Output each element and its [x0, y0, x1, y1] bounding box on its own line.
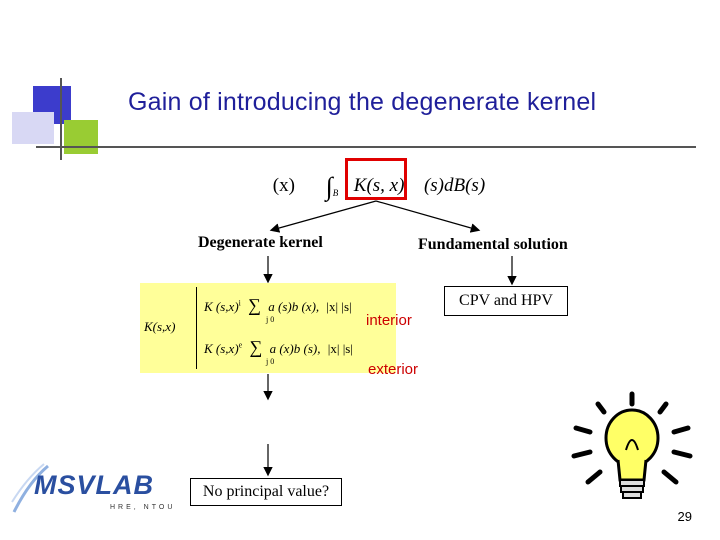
row2-sum-sub: j 0: [266, 357, 274, 366]
label-degenerate-kernel: Degenerate kernel: [198, 234, 323, 252]
label-fundamental-solution: Fundamental solution: [418, 236, 568, 254]
arrow-to-degenerate: [272, 201, 376, 230]
logo-subtitle: HRE, NTOU: [110, 504, 175, 511]
kernel-expansion-box: K(s,x) K (s,x)i ∑ a (s)b (x), |x| |s| j …: [140, 283, 396, 373]
expansion-row-1: K (s,x)i ∑ a (s)b (x), |x| |s|: [204, 295, 352, 316]
row1-sum-sub: j 0: [266, 315, 274, 324]
expansion-brace: [196, 287, 199, 369]
row1-sum: a (s)b (x),: [268, 299, 319, 314]
row2-cond: |x| |s|: [328, 341, 353, 356]
row2-sum: a (x)b (s),: [270, 341, 321, 356]
expansion-row-2: K (s,x)e ∑ a (x)b (s), |x| |s|: [204, 337, 353, 358]
row1-lhs: K (s,x): [204, 299, 239, 314]
arrow-to-fundamental: [376, 201, 478, 230]
page-number: 29: [678, 509, 692, 524]
label-interior: interior: [366, 312, 412, 329]
label-exterior: exterior: [368, 361, 418, 378]
logo-name: MSVLAB: [34, 470, 154, 501]
row1-sup: i: [239, 299, 241, 308]
cpv-hpv-box: CPV and HPV: [444, 286, 568, 316]
no-principal-value-box: No principal value?: [190, 478, 342, 506]
expansion-lhs: K(s,x): [144, 319, 175, 335]
msvlab-logo: MSVLAB HRE, NTOU: [10, 462, 190, 522]
row1-cond: |x| |s|: [326, 299, 351, 314]
lightbulb-icon: [540, 390, 716, 522]
row2-lhs: K (s,x): [204, 341, 239, 356]
row2-sup: e: [239, 341, 243, 350]
